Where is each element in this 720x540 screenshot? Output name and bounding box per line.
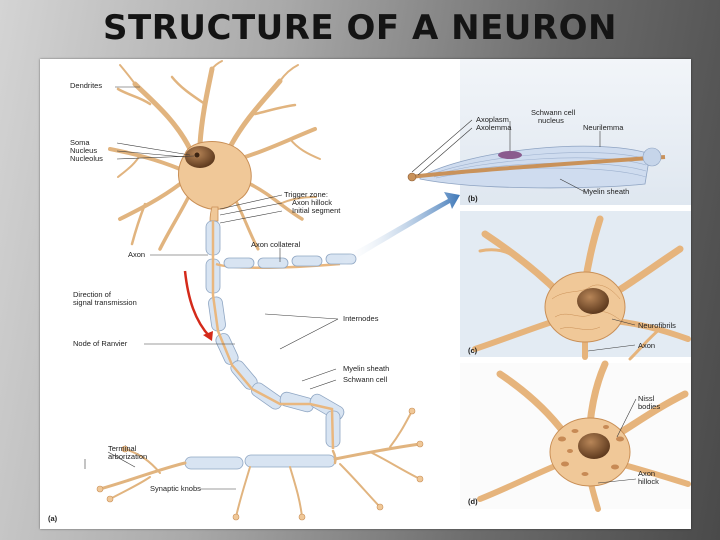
label-trigger-zone: Trigger zone: [284, 190, 328, 199]
panel-a: Dendrites Soma Nucleus Nucleolus Trigger… [48, 60, 460, 523]
label-node-of-ranvier: Node of Ranvier [73, 339, 128, 348]
label-myelin-sheath-b: Myelin sheath [583, 187, 629, 196]
synaptic-knobs-shape [96, 407, 424, 521]
nucleus-shape [185, 146, 215, 168]
label-soma: Soma [70, 138, 90, 147]
terminal-arborization-shape [98, 410, 422, 518]
direction-arrow [183, 270, 211, 338]
label-synaptic-knobs: Synaptic knobs [150, 484, 201, 493]
neuron-figure: Dendrites Soma Nucleus Nucleolus Trigger… [40, 59, 691, 529]
label-nissl-2: bodies [638, 402, 660, 411]
label-arborization: arborization [108, 452, 147, 461]
label-nucleolus: Nucleolus [70, 154, 103, 163]
slide-title: STRUCTURE OF A NEURON [103, 8, 617, 48]
panel-label-a: (a) [48, 514, 58, 523]
label-axoplasm: Axoplasm [476, 115, 509, 124]
label-direction-1: Direction of [73, 290, 112, 299]
panel-d: Nissl bodies Axon hillock (d) [460, 360, 691, 512]
label-nucleus: Nucleus [70, 146, 97, 155]
leader-lines-a [84, 86, 339, 490]
label-dendrites: Dendrites [70, 81, 102, 90]
label-internodes: Internodes [343, 314, 379, 323]
label-neurilemma: Neurilemma [583, 123, 624, 132]
label-schwann-nucleus-1: Schwann cell [531, 108, 576, 117]
panel-label-b: (b) [468, 194, 478, 203]
nucleolus-shape [194, 152, 200, 158]
label-axon-hillock: Axon hillock [292, 198, 332, 207]
panel-b: Schwann cell nucleus Axoplasm Axolemma N… [407, 59, 691, 205]
label-direction-2: signal transmission [73, 298, 137, 307]
direction-arrowhead [203, 331, 213, 341]
panel-label-c: (c) [468, 346, 478, 355]
nissl-bodies-shape [558, 425, 624, 476]
label-schwann-cell: Schwann cell [343, 375, 388, 384]
label-initial-segment: Initial segment [292, 206, 341, 215]
label-myelin-sheath-a: Myelin sheath [343, 364, 389, 373]
leader-lines-c [587, 318, 636, 352]
leader-lines-b [411, 119, 601, 193]
axon-shape [205, 220, 345, 448]
panel-label-d: (d) [468, 497, 478, 506]
dendrites-shape [108, 60, 321, 251]
callout-arrow-b [340, 192, 460, 267]
label-schwann-nucleus-2: nucleus [538, 116, 564, 125]
label-neurofibrils: Neurofibrils [638, 321, 676, 330]
label-axon-c: Axon [638, 341, 655, 350]
label-axolemma: Axolemma [476, 123, 512, 132]
panel-c: Neurofibrils Axon (c) [460, 211, 691, 361]
label-axon-collateral: Axon collateral [251, 240, 301, 249]
label-hillock-1: Axon [638, 469, 655, 478]
label-terminal: Terminal [108, 444, 137, 453]
neuron-diagram: Dendrites Soma Nucleus Nucleolus Trigger… [48, 59, 691, 523]
leader-lines-d [597, 398, 637, 484]
axon-collateral-shape [215, 253, 357, 269]
label-nissl-1: Nissl [638, 394, 655, 403]
label-hillock-2: hillock [638, 477, 659, 486]
label-axon: Axon [128, 250, 145, 259]
